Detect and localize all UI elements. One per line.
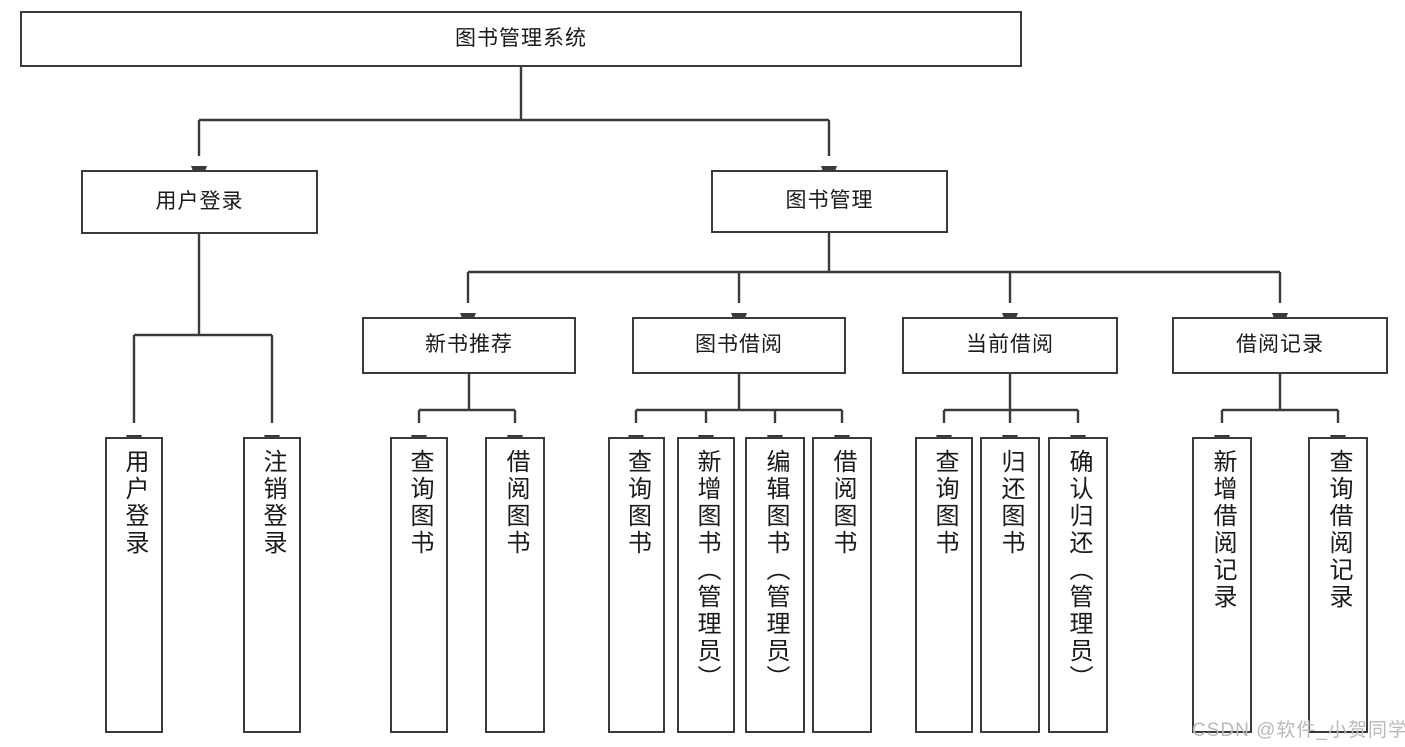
level2-node-1[interactable]: 用户登录 bbox=[81, 170, 318, 234]
leaf-node-2[interactable]: 注销登录 bbox=[243, 437, 301, 733]
leaf-node-7[interactable]: 编辑图书（管理员） bbox=[745, 437, 805, 733]
user-login-to-leaves bbox=[132, 234, 274, 423]
root-to-level2 bbox=[197, 67, 831, 156]
node-label: 借阅图书 bbox=[829, 449, 856, 557]
node-label: 新增借阅记录 bbox=[1209, 449, 1236, 611]
leaf-node-6[interactable]: 新增图书（管理员） bbox=[677, 437, 735, 733]
borrow-to-leaves bbox=[634, 374, 844, 423]
leaf-node-5[interactable]: 查询图书 bbox=[608, 437, 665, 733]
node-label: 用户登录 bbox=[155, 189, 244, 213]
node-label: 借阅记录 bbox=[1236, 333, 1324, 357]
level3-node-3[interactable]: 当前借阅 bbox=[902, 317, 1118, 374]
current-to-leaves bbox=[942, 374, 1080, 423]
leaf-node-3[interactable]: 查询图书 bbox=[390, 437, 448, 733]
node-label: 查询图书 bbox=[406, 449, 433, 557]
root-node[interactable]: 图书管理系统 bbox=[20, 11, 1022, 67]
node-label: 查询借阅记录 bbox=[1325, 449, 1352, 611]
leaf-node-1[interactable]: 用户登录 bbox=[105, 437, 163, 733]
level3-node-4[interactable]: 借阅记录 bbox=[1172, 317, 1388, 374]
node-label: 用户登录 bbox=[121, 449, 148, 557]
node-label: 归还图书 bbox=[997, 449, 1024, 557]
leaf-node-12[interactable]: 新增借阅记录 bbox=[1192, 437, 1252, 733]
leaf-node-11[interactable]: 确认归还（管理员） bbox=[1048, 437, 1108, 733]
node-label: 注销登录 bbox=[259, 449, 286, 557]
records-to-leaves bbox=[1220, 374, 1340, 423]
leaf-node-10[interactable]: 归还图书 bbox=[980, 437, 1040, 733]
node-label: 图书借阅 bbox=[695, 333, 783, 357]
node-label: 新书推荐 bbox=[425, 333, 513, 357]
leaf-node-4[interactable]: 借阅图书 bbox=[485, 437, 545, 733]
leaf-node-13[interactable]: 查询借阅记录 bbox=[1308, 437, 1368, 733]
node-label: 查询图书 bbox=[931, 449, 958, 557]
book-mgmt-to-level3 bbox=[466, 233, 1282, 303]
leaf-node-8[interactable]: 借阅图书 bbox=[812, 437, 872, 733]
level3-node-2[interactable]: 图书借阅 bbox=[632, 317, 846, 374]
node-label: 借阅图书 bbox=[502, 449, 529, 557]
new-book-to-leaves bbox=[417, 374, 517, 423]
level3-node-1[interactable]: 新书推荐 bbox=[362, 317, 576, 374]
node-label: 编辑图书（管理员） bbox=[762, 449, 789, 692]
level2-node-2[interactable]: 图书管理 bbox=[711, 170, 948, 233]
leaf-node-9[interactable]: 查询图书 bbox=[915, 437, 973, 733]
node-label: 新增图书（管理员） bbox=[693, 449, 720, 692]
node-label: 确认归还（管理员） bbox=[1065, 449, 1092, 692]
node-label: 当前借阅 bbox=[966, 333, 1054, 357]
node-label: 图书管理 bbox=[785, 189, 874, 213]
node-label: 图书管理系统 bbox=[455, 26, 587, 50]
node-label: 查询图书 bbox=[623, 449, 651, 557]
